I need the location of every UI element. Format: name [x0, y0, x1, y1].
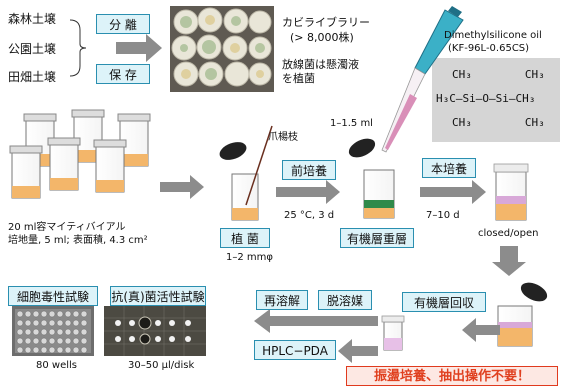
antifungal-plate-photo [104, 306, 206, 356]
vial-spec-2: 培地量, 5 ml; 表面積, 4.3 cm² [8, 235, 148, 246]
extract-vial [381, 315, 405, 351]
library-note-2: を植菌 [282, 72, 315, 85]
closed-open-label: closed/open [478, 228, 539, 239]
inoculation-vial [219, 125, 273, 221]
soil-field: 田畑土壌 [8, 70, 57, 84]
toothpick-label: 爪楊枝 [268, 132, 298, 143]
library-count: (> 8,000株) [290, 31, 354, 44]
oil-formula-mid: H₃C–Si–O–Si–CH₃ [436, 92, 536, 105]
vial-spec-1: 20 ml容マイティバイアル [8, 222, 126, 233]
step-organic-recovery: 有機層回収 [402, 292, 486, 312]
soil-park: 公園土壌 [8, 42, 57, 56]
step-organic-overlay: 有機層重層 [340, 228, 414, 248]
library-title: カビライブラリー [282, 16, 370, 29]
preculture-conditions: 25 °C, 3 d [284, 210, 335, 221]
pipette [381, 6, 464, 153]
step-redissolve: 再溶解 [256, 290, 308, 310]
arrow-to-hplc [338, 339, 378, 363]
soil-brace [69, 19, 87, 77]
step-inoculate: 植 菌 [220, 228, 270, 248]
oil-formula-bot: CH₃ CH₃ [452, 116, 545, 129]
step-cytotoxicity: 細胞毒性試験 [8, 286, 98, 306]
oil-formula-top: CH₃ CH₃ [452, 68, 545, 81]
step-desolvent: 脱溶媒 [318, 290, 372, 310]
main-culture-vial [493, 163, 529, 221]
arrow-to-preculture [276, 180, 340, 204]
arrow-to-library [116, 34, 162, 62]
footer-note: 振盪培養、抽出操作不要！ [346, 366, 558, 386]
soil-forest: 森林土壌 [8, 12, 57, 26]
library-note-1: 放線菌は懸濁液 [282, 58, 359, 71]
wells-label: 80 wells [36, 360, 78, 371]
formula-panel [432, 58, 560, 142]
cytotoxicity-plate-photo [12, 306, 94, 356]
inoculum-size: 1–2 mmφ [226, 252, 273, 263]
step-separate: 分 離 [96, 14, 150, 34]
recovery-vial [497, 282, 548, 347]
arrow-to-recovery [462, 318, 500, 342]
step-hplc: HPLC−PDA [254, 340, 336, 360]
vial-group [9, 109, 151, 199]
per-disk-label: 30–50 μl/disk [128, 360, 195, 371]
arrow-to-main-culture [420, 180, 486, 204]
step-preserve: 保 存 [96, 64, 150, 84]
oil-product: (KF-96L-0.65CS) [448, 43, 530, 54]
step-preculture: 前培養 [282, 160, 336, 180]
arrow-to-inoculate [160, 175, 204, 199]
step-main-culture: 本培養 [422, 158, 476, 178]
main-culture-days: 7–10 d [426, 210, 460, 221]
step-antifungal: 抗(真)菌活性試験 [110, 286, 206, 306]
arrow-down [492, 246, 526, 276]
overlay-vial [348, 138, 395, 219]
arrow-to-assays [254, 309, 378, 333]
volume-label: 1–1.5 ml [330, 118, 373, 129]
mold-library-photo [170, 6, 274, 92]
oil-name: Dimethylsilicone oil [444, 30, 542, 41]
